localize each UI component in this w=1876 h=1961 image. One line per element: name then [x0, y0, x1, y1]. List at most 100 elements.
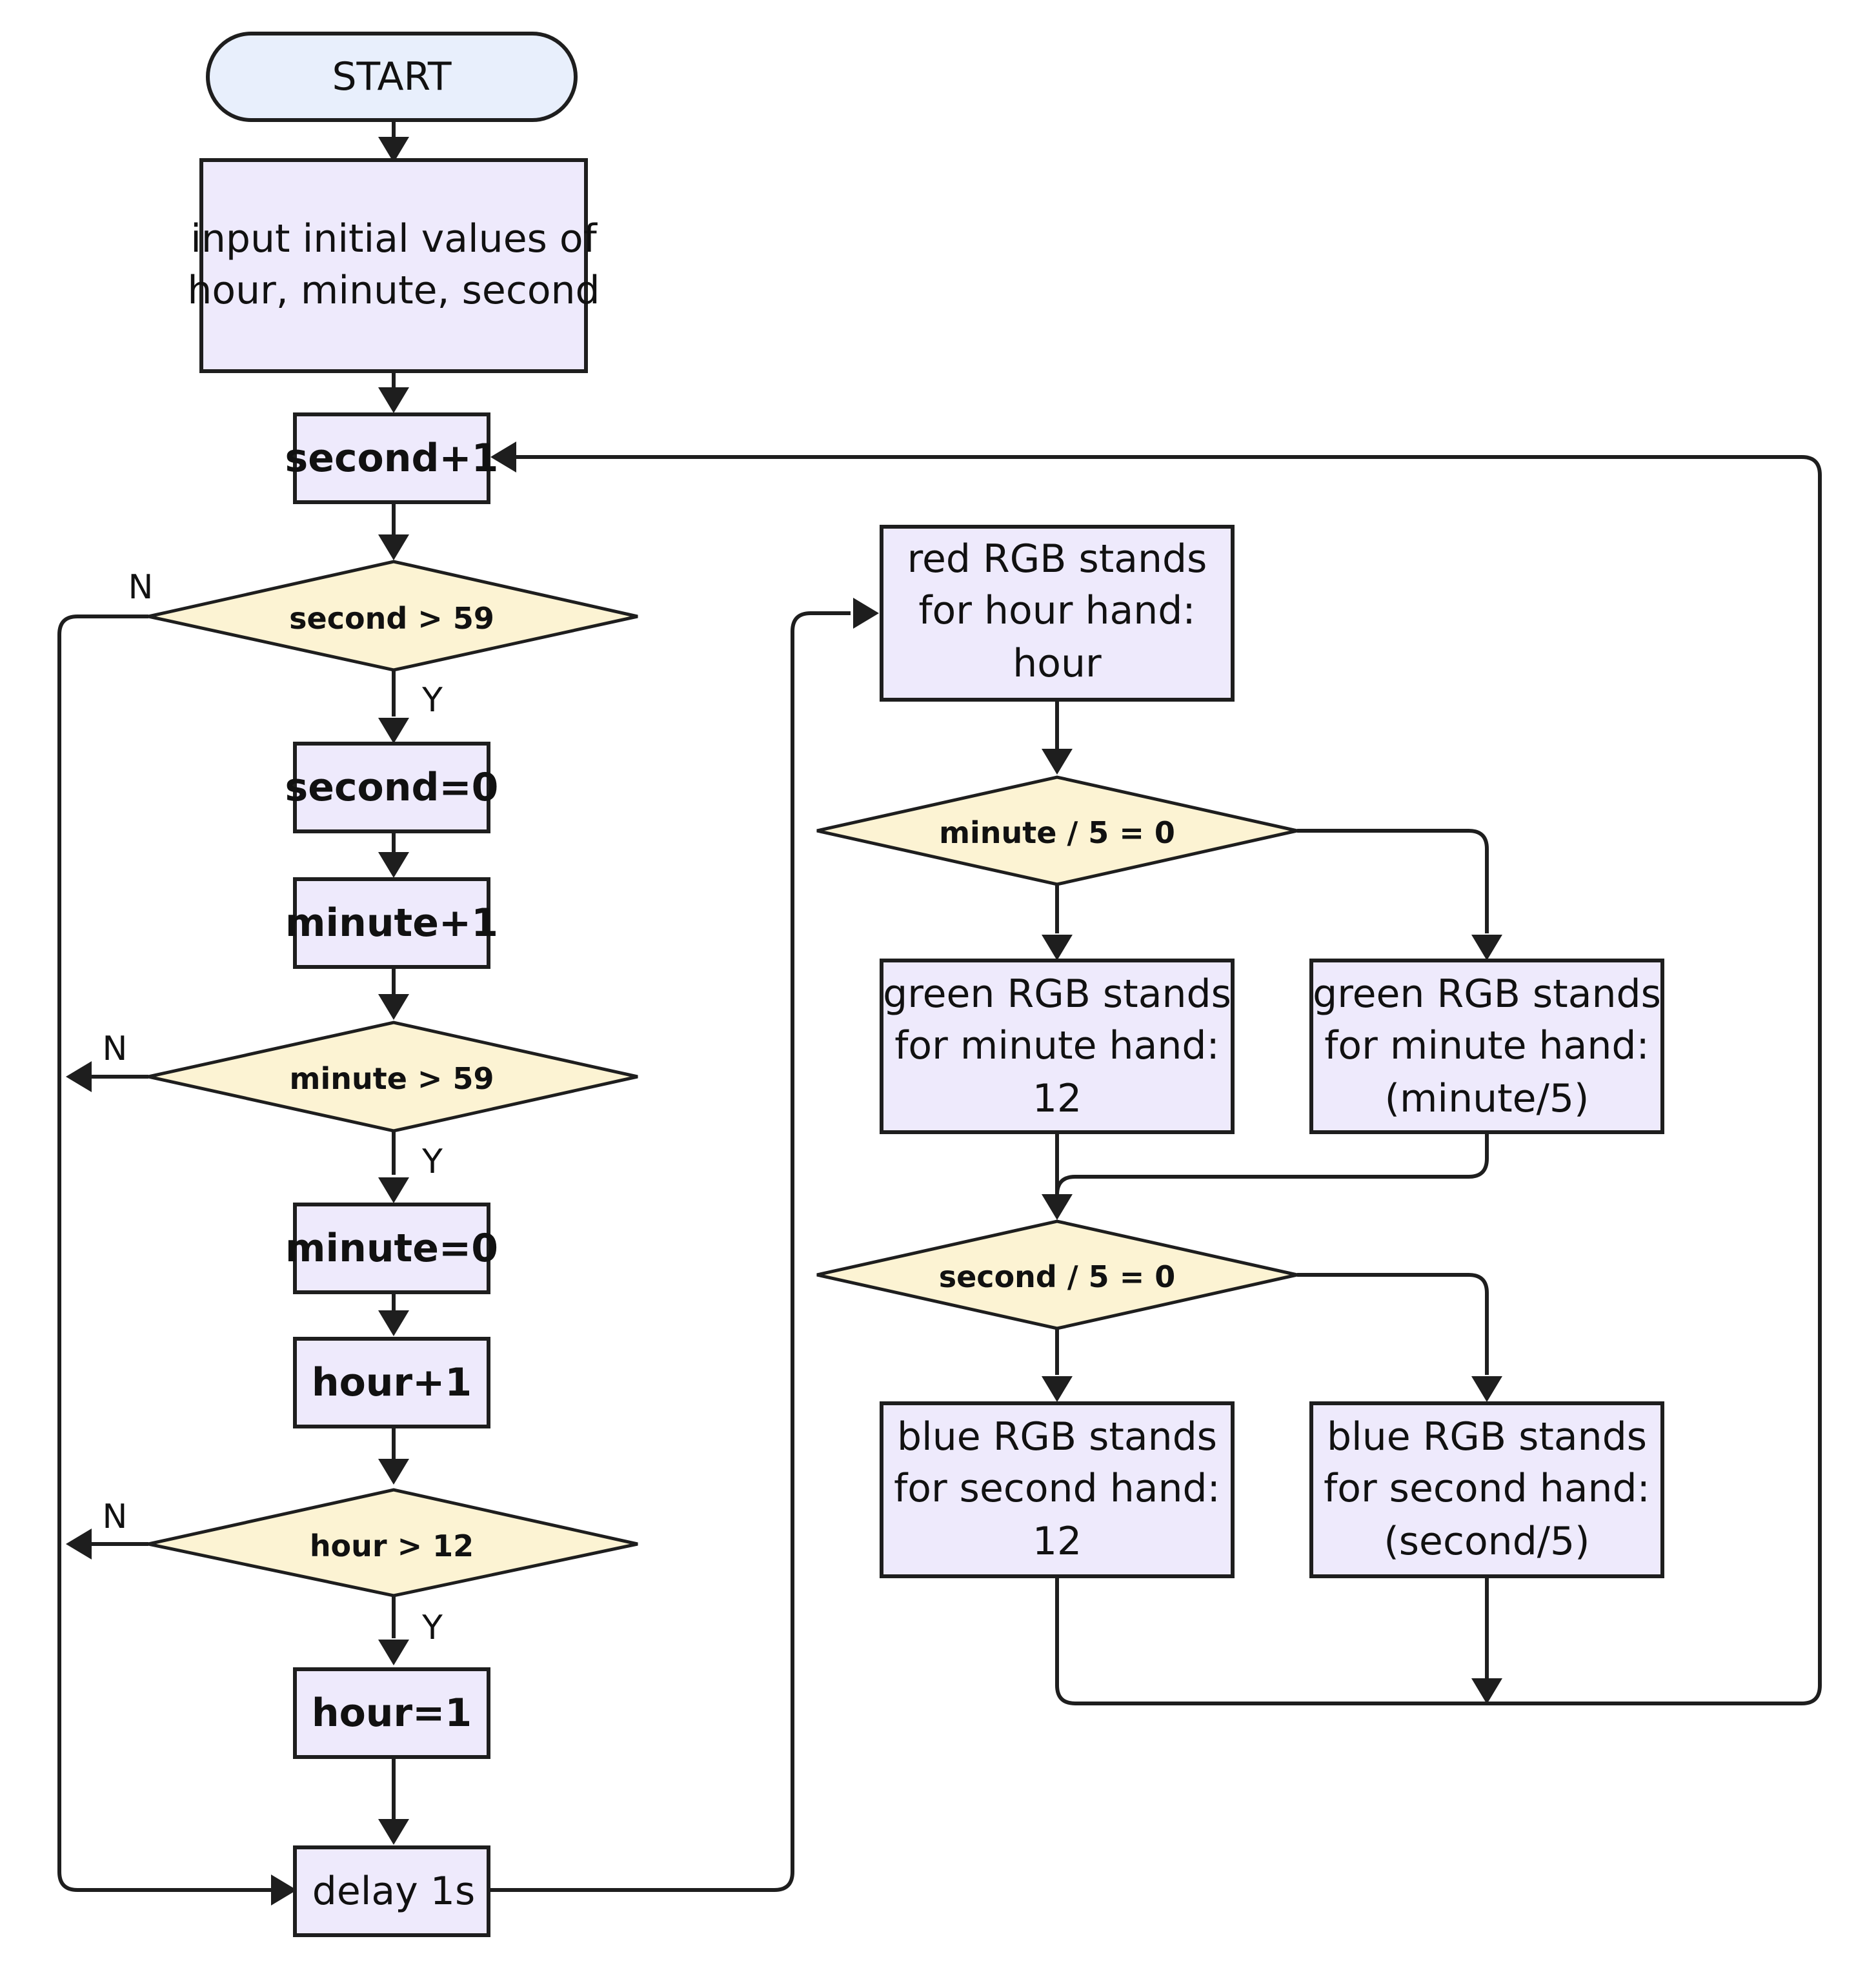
red-hour-hand-box — [880, 525, 1235, 702]
blue-second-12-line-3: 12 — [1033, 1519, 1082, 1564]
cond-second-div5-label: second / 5 = 0 — [939, 1259, 1176, 1294]
edges — [57, 120, 1822, 1892]
hour-reset-label: hour=1 — [312, 1691, 472, 1736]
cond-minute-gt-59-diamond — [148, 1021, 638, 1133]
arrow-down-icon — [378, 1177, 409, 1203]
label-no-hour: N — [103, 1498, 128, 1536]
node-cond-minute-gt-59: minute > 59 — [148, 1021, 638, 1133]
cond-minute-div5-label: minute / 5 = 0 — [939, 815, 1175, 850]
label-yes-minute: Y — [421, 1143, 443, 1181]
arrow-down-icon — [1471, 935, 1502, 960]
arrow-down-icon — [1042, 1376, 1073, 1402]
node-blue-second-div5: blue RGB stands for second hand: (second… — [1309, 1401, 1664, 1578]
cond-hour-gt-12-label: hour > 12 — [310, 1529, 474, 1563]
arrow-down-icon — [378, 137, 409, 163]
second-reset-label: second=0 — [285, 765, 499, 810]
edge-delay-to-red-box — [489, 611, 851, 1892]
arrow-down-icon — [378, 1310, 409, 1336]
arrow-down-icon — [1042, 1194, 1073, 1220]
edge-labels: N Y N Y N Y — [103, 568, 443, 1647]
arrow-down-icon — [378, 852, 409, 878]
cond-second-div5-diamond — [816, 1219, 1298, 1330]
node-hour-inc: hour+1 — [293, 1337, 490, 1428]
minute-inc-label: minute+1 — [285, 900, 498, 946]
node-cond-hour-gt-12: hour > 12 — [148, 1488, 638, 1598]
arrow-down-icon — [378, 1819, 409, 1845]
second-reset-box — [293, 742, 490, 833]
arrow-down-icon — [1042, 749, 1073, 775]
second-inc-box — [293, 412, 490, 504]
minute-inc-box — [293, 877, 490, 969]
green-minute-div5-line-1: green RGB stands — [1313, 971, 1661, 1017]
delay-label: delay 1s — [312, 1869, 475, 1914]
node-delay: delay 1s — [293, 1845, 490, 1937]
arrow-down-icon — [378, 1640, 409, 1665]
node-hour-reset: hour=1 — [293, 1667, 490, 1759]
blue-second-div5-line-1: blue RGB stands — [1327, 1414, 1647, 1459]
green-minute-12-line-2: for minute hand: — [894, 1023, 1219, 1068]
edge-green-div5-to-merge — [1055, 1132, 1489, 1195]
arrow-down-icon — [378, 534, 409, 560]
edge-cond-minute-to-green-div5 — [1297, 829, 1489, 933]
green-minute-div5-line-2: for minute hand: — [1324, 1023, 1649, 1068]
blue-second-12-line-1: blue RGB stands — [897, 1414, 1217, 1459]
red-hour-hand-line-3: hour — [1013, 641, 1102, 686]
start-terminal-shape — [206, 32, 578, 122]
label-yes-hour: Y — [421, 1609, 443, 1647]
red-hour-hand-line-1: red RGB stands — [907, 536, 1207, 582]
node-second-inc: second+1 — [285, 412, 499, 504]
green-minute-12-line-1: green RGB stands — [883, 971, 1231, 1017]
label-no-minute: N — [103, 1030, 128, 1068]
arrow-down-icon — [1471, 1678, 1502, 1704]
node-green-minute-12: green RGB stands for minute hand: 12 — [880, 959, 1235, 1134]
blue-second-div5-box — [1309, 1401, 1664, 1578]
input-values-line-2: hour, minute, second — [187, 268, 600, 313]
blue-second-12-line-2: for second hand: — [894, 1466, 1220, 1511]
node-blue-second-12: blue RGB stands for second hand: 12 — [880, 1401, 1235, 1578]
blue-second-div5-line-3: (second/5) — [1384, 1519, 1589, 1564]
red-hour-hand-line-2: for hour hand: — [918, 588, 1195, 633]
arrow-left-icon — [490, 442, 516, 472]
edge-loop-back-to-second-inc — [516, 455, 1822, 1705]
start-label: START — [332, 54, 451, 99]
arrow-down-icon — [378, 718, 409, 744]
arrow-right-icon — [853, 598, 879, 629]
green-minute-12-box — [880, 959, 1235, 1134]
cond-second-gt-59-diamond — [148, 560, 638, 672]
edge-blue-12-to-loop — [1055, 1576, 1802, 1705]
cond-second-gt-59-label: second > 59 — [289, 601, 494, 636]
arrow-down-icon — [1042, 935, 1073, 960]
arrow-down-icon — [378, 387, 409, 413]
second-inc-label: second+1 — [285, 436, 499, 481]
arrow-down-icon — [378, 1459, 409, 1485]
delay-box — [293, 1845, 490, 1937]
hour-reset-box — [293, 1667, 490, 1759]
green-minute-div5-box — [1309, 959, 1664, 1134]
minute-reset-label: minute=0 — [285, 1226, 498, 1271]
cond-hour-gt-12-diamond — [148, 1488, 638, 1598]
green-minute-12-line-3: 12 — [1033, 1076, 1082, 1121]
blue-second-12-box — [880, 1401, 1235, 1578]
minute-reset-box — [293, 1203, 490, 1294]
hour-inc-label: hour+1 — [312, 1360, 472, 1405]
node-green-minute-div5: green RGB stands for minute hand: (minut… — [1309, 959, 1664, 1134]
node-minute-reset: minute=0 — [285, 1203, 498, 1294]
hour-inc-box — [293, 1337, 490, 1428]
cond-minute-div5-diamond — [816, 775, 1298, 886]
node-second-reset: second=0 — [285, 742, 499, 833]
arrow-down-icon — [378, 994, 409, 1020]
arrow-down-icon — [1471, 1376, 1502, 1402]
arrow-left-icon — [66, 1529, 92, 1560]
blue-second-div5-line-2: for second hand: — [1324, 1466, 1650, 1511]
edge-cond-second-to-blue-div5 — [1297, 1273, 1489, 1375]
arrow-left-icon — [66, 1061, 92, 1092]
node-cond-second-div5: second / 5 = 0 — [816, 1219, 1298, 1330]
label-no-second: N — [128, 568, 154, 607]
arrowheads — [66, 137, 1502, 1905]
label-yes-second: Y — [421, 681, 443, 720]
node-red-hour-hand: red RGB stands for hour hand: hour — [880, 525, 1235, 702]
input-values-line-1: input initial values of — [190, 216, 598, 261]
node-minute-inc: minute+1 — [285, 877, 498, 969]
arrow-right-icon — [271, 1875, 297, 1905]
